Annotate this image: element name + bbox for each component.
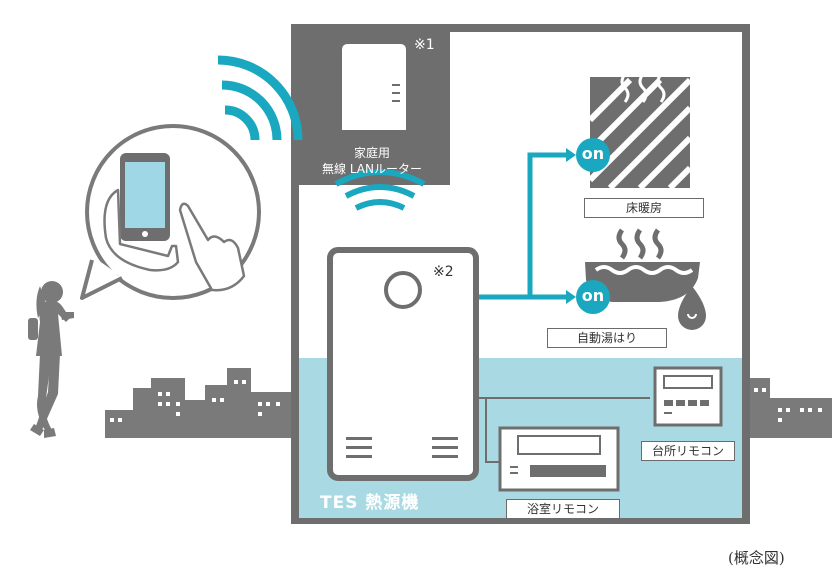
remote-wiring (476, 397, 650, 463)
skyline-windows (110, 380, 822, 422)
diagram-caption: (概念図) (728, 549, 785, 567)
router-label: 家庭用 無線 LANルーター (302, 145, 442, 177)
city-skyline-left (105, 368, 291, 438)
city-skyline-right (748, 378, 832, 438)
heat-source-name: TES 熱源機 (320, 493, 420, 513)
person-silhouette (28, 281, 74, 438)
bathroom-remote-label: 浴室リモコン (506, 499, 620, 519)
bathroom-remote-device (498, 426, 620, 492)
kitchen-remote-device (653, 366, 723, 427)
wifi-waves-heat-source-icon (334, 169, 426, 211)
heat-source-unit (327, 247, 479, 481)
kitchen-remote-label: 台所リモコン (641, 441, 735, 461)
wifi-waves-outside-icon (217, 55, 303, 141)
bath-icon (585, 228, 706, 330)
floor-heating-on-badge: on (576, 138, 610, 172)
heat-source-note-mark: ※2 (433, 264, 454, 280)
auto-bath-label: 自動湯はり (547, 328, 667, 348)
floor-heating-label: 床暖房 (584, 198, 704, 218)
router-note-mark: ※1 (414, 37, 435, 53)
router-label-line2: 無線 LANルーター (322, 162, 422, 176)
router-label-line1: 家庭用 (353, 146, 390, 160)
router-device (342, 44, 406, 130)
control-lines (472, 152, 568, 300)
floor-heating-icon (587, 73, 693, 191)
auto-bath-on-badge: on (576, 280, 610, 314)
smartphone-bubble (80, 124, 261, 300)
arrow-heads (566, 148, 576, 304)
